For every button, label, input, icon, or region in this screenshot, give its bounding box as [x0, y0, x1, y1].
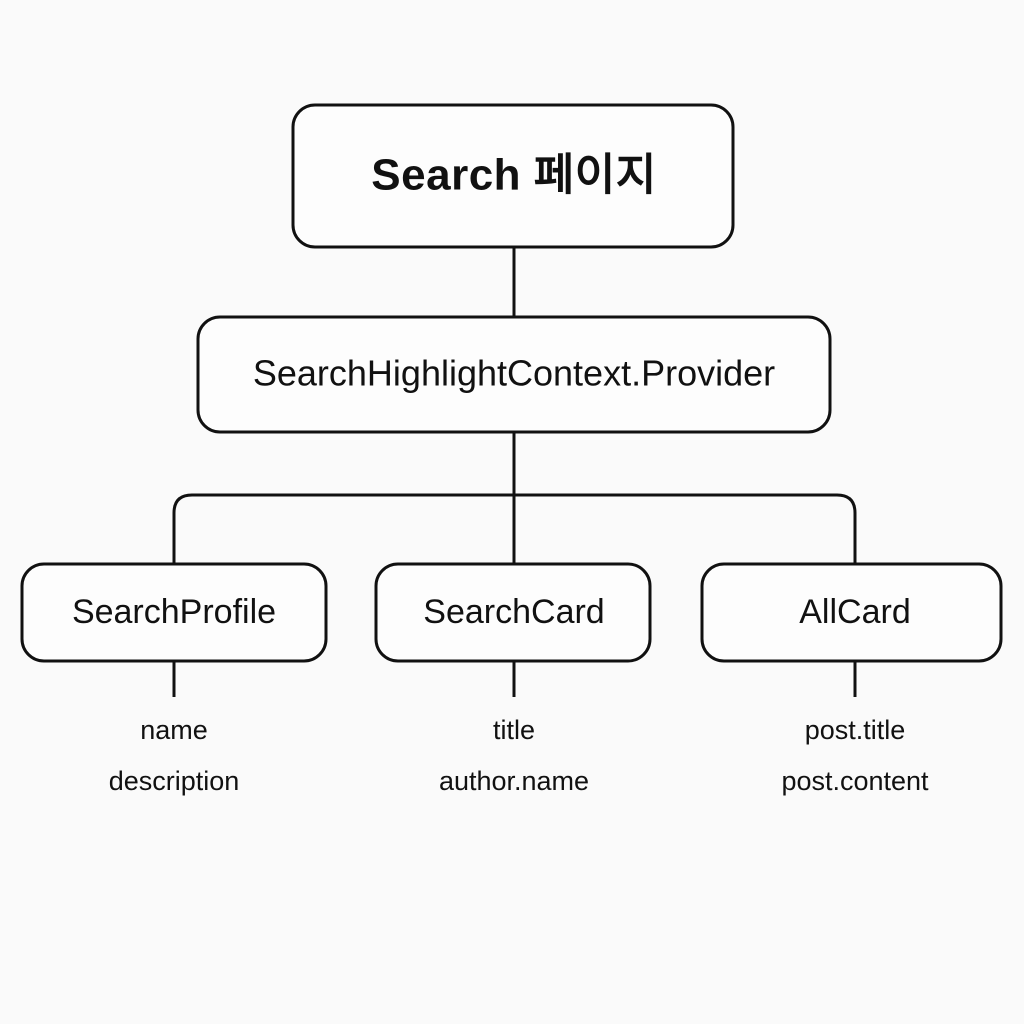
prop-label-search-card-2: author.name — [439, 766, 589, 796]
node-provider-label: SearchHighlightContext.Provider — [253, 353, 775, 394]
prop-label-search-profile-2: description — [109, 766, 240, 796]
node-search-page[interactable]: Search 페이지 — [291, 103, 735, 249]
node-search-profile[interactable]: SearchProfile name description — [20, 562, 328, 796]
connector-bus-bar — [172, 493, 857, 565]
node-search-card[interactable]: SearchCard title author.name — [374, 562, 652, 796]
prop-label-search-card-1: title — [493, 715, 535, 745]
prop-label-all-card-2: post.content — [781, 766, 929, 796]
node-all-card-label: AllCard — [799, 593, 910, 631]
node-all-card[interactable]: AllCard post.title post.content — [700, 562, 1003, 796]
node-search-page-label: Search 페이지 — [371, 151, 656, 200]
node-search-page-box[interactable] — [291, 103, 735, 249]
node-search-profile-label: SearchProfile — [72, 593, 276, 631]
prop-label-search-profile-1: name — [140, 715, 208, 745]
node-search-card-label: SearchCard — [423, 593, 604, 631]
node-all-card-box[interactable] — [700, 562, 1003, 663]
node-provider-box[interactable] — [196, 315, 832, 434]
node-search-highlight-context-provider[interactable]: SearchHighlightContext.Provider — [196, 315, 832, 434]
prop-label-all-card-1: post.title — [805, 715, 906, 745]
